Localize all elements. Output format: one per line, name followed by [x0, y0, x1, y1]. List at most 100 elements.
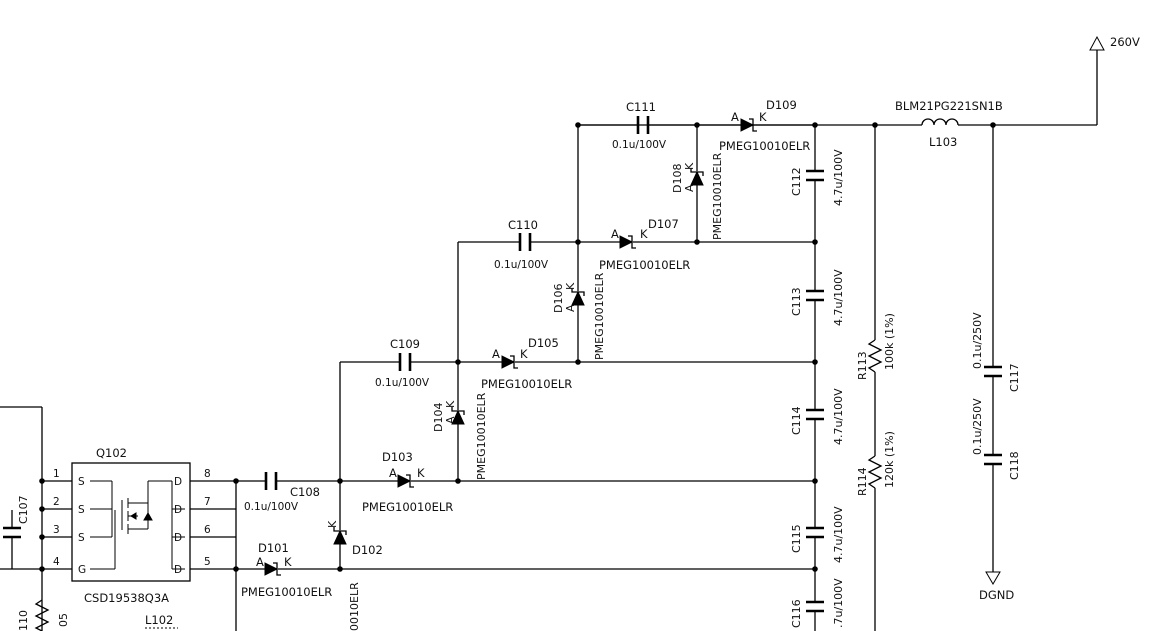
c113-value: 4.7u/100V [832, 269, 845, 326]
c116-value: .7u/100V [832, 578, 845, 628]
c109-value: 0.1u/100V [375, 377, 430, 389]
stage-rails [236, 124, 815, 570]
d108-cathode: K [683, 162, 696, 170]
d106-part: PMEG10010ELR [593, 272, 606, 360]
vout-label: 260V [1110, 35, 1140, 49]
d107-cathode: K [640, 227, 648, 241]
l103-inductor [921, 118, 960, 126]
d101-part: PMEG10010ELR [241, 585, 332, 599]
c117-c118-branch [984, 125, 1002, 585]
d109-cathode: K [759, 110, 767, 124]
c111-ref: C111 [626, 100, 656, 114]
d105-cathode: K [520, 347, 528, 361]
diode-d106 [571, 288, 585, 306]
q102-letter-g: G [78, 564, 86, 576]
r114-value: 120k (1%) [883, 431, 896, 488]
d104-anode: A [444, 416, 457, 424]
diode-d103 [397, 474, 414, 488]
c115-ref: C115 [790, 524, 803, 553]
d106-anode: A [564, 304, 577, 312]
q102-pin1: 1 [53, 468, 60, 480]
q102-pin3: 3 [53, 524, 60, 536]
d101-ref: D101 [258, 541, 289, 555]
d102-part: 0010ELR [348, 582, 361, 631]
c116-ref: C116 [790, 599, 803, 628]
q102-pin6: 6 [204, 524, 211, 536]
q102-letter-s1: S [78, 476, 85, 488]
d105-part: PMEG10010ELR [481, 377, 572, 391]
q102-part: CSD19538Q3A [84, 591, 169, 605]
diode-d109 [740, 118, 815, 132]
q102-pin7: 7 [204, 496, 211, 508]
c117-ref: C117 [1008, 363, 1021, 392]
mosfet-q102 [0, 406, 236, 631]
partial-resistor-ref: 110 [17, 610, 30, 631]
c117-value: 0.1u/250V [971, 312, 984, 369]
q102-letter-s3: S [78, 532, 85, 544]
c118-value: 0.1u/250V [971, 398, 984, 455]
q102-pin4: 4 [53, 556, 60, 568]
diode-d104 [451, 407, 465, 425]
c108-ref: C108 [290, 485, 320, 499]
diode-d101 [264, 562, 281, 576]
c107-ref: C107 [17, 495, 30, 524]
power-arrow-icon [1089, 35, 1105, 51]
c111-value: 0.1u/100V [612, 139, 667, 151]
q102-pin2: 2 [53, 496, 60, 508]
stack-capacitors [806, 125, 824, 631]
d107-anode: A [611, 227, 619, 241]
d105-anode: A [492, 347, 500, 361]
d109-anode: A [731, 110, 739, 124]
d105-ref: D105 [528, 336, 559, 350]
c114-value: 4.7u/100V [832, 388, 845, 445]
c112-value: 4.7u/100V [832, 149, 845, 206]
q102-pin5: 5 [204, 556, 211, 568]
diode-d108 [690, 168, 704, 186]
r114-ref: R114 [856, 467, 869, 496]
l103-part: BLM21PG221SN1B [895, 99, 1003, 113]
d108-anode: A [683, 184, 696, 192]
diode-d105 [501, 355, 518, 369]
l102-ref: L102 [145, 613, 173, 627]
d109-ref: D109 [766, 98, 797, 112]
d108-ref: D108 [671, 164, 684, 193]
c107-capacitor [3, 510, 21, 569]
r113-ref: R113 [856, 351, 869, 380]
c108-value: 0.1u/100V [244, 501, 299, 513]
q102-letter-d2: D [174, 504, 182, 516]
d102-ref: D102 [352, 543, 383, 557]
d107-part: PMEG10010ELR [599, 258, 690, 272]
q102-pin8: 8 [204, 468, 211, 480]
d107-ref: D107 [648, 217, 679, 231]
column-wires [235, 125, 698, 631]
c114-ref: C114 [790, 406, 803, 435]
c109-ref: C109 [390, 337, 420, 351]
d103-ref: D103 [382, 450, 413, 464]
q102-ref: Q102 [96, 446, 127, 460]
flying-capacitors [264, 116, 650, 490]
divider-resistors [867, 125, 883, 631]
d109-part: PMEG10010ELR [719, 139, 810, 153]
c112-ref: C112 [790, 167, 803, 196]
c118-ref: C118 [1008, 451, 1021, 480]
d108-part: PMEG10010ELR [711, 152, 724, 240]
diode-d102 [333, 527, 347, 545]
partial-resistor-value: 05 [57, 613, 70, 627]
l103-ref: L103 [929, 135, 957, 149]
d106-cathode: K [564, 282, 577, 290]
d102-cathode: K [326, 520, 339, 528]
q102-letter-d1: D [174, 476, 182, 488]
d104-part: PMEG10010ELR [475, 392, 488, 480]
d106-ref: D106 [552, 284, 565, 313]
d103-part: PMEG10010ELR [362, 500, 453, 514]
d103-cathode: K [417, 466, 425, 480]
c110-ref: C110 [508, 218, 538, 232]
diode-d107 [619, 235, 636, 249]
d104-cathode: K [444, 400, 457, 408]
d101-cathode: K [284, 555, 292, 569]
d103-anode: A [389, 466, 397, 480]
c110-value: 0.1u/100V [494, 259, 549, 271]
c113-ref: C113 [790, 287, 803, 316]
junction-dots [39, 122, 996, 572]
d101-anode: A [256, 555, 264, 569]
